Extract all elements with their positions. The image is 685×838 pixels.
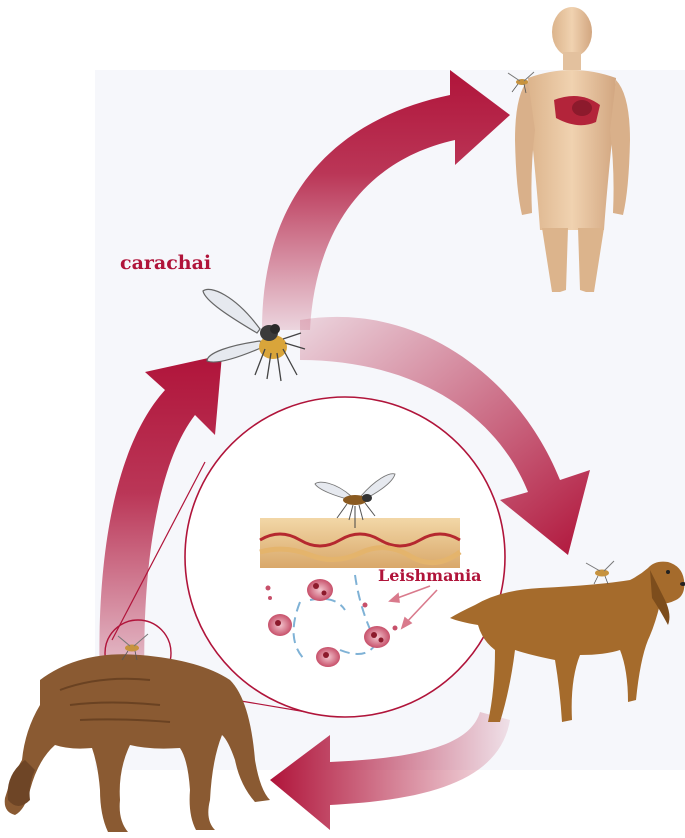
blood-cell [268,614,292,636]
blood-cell [316,647,340,667]
blood-cell [364,626,390,648]
blood-cell [307,579,333,601]
label-carachai: carachai [120,252,211,274]
sick-dog [5,654,270,832]
label-leishmania: Leishmania [378,566,482,585]
skin-section [260,518,460,568]
